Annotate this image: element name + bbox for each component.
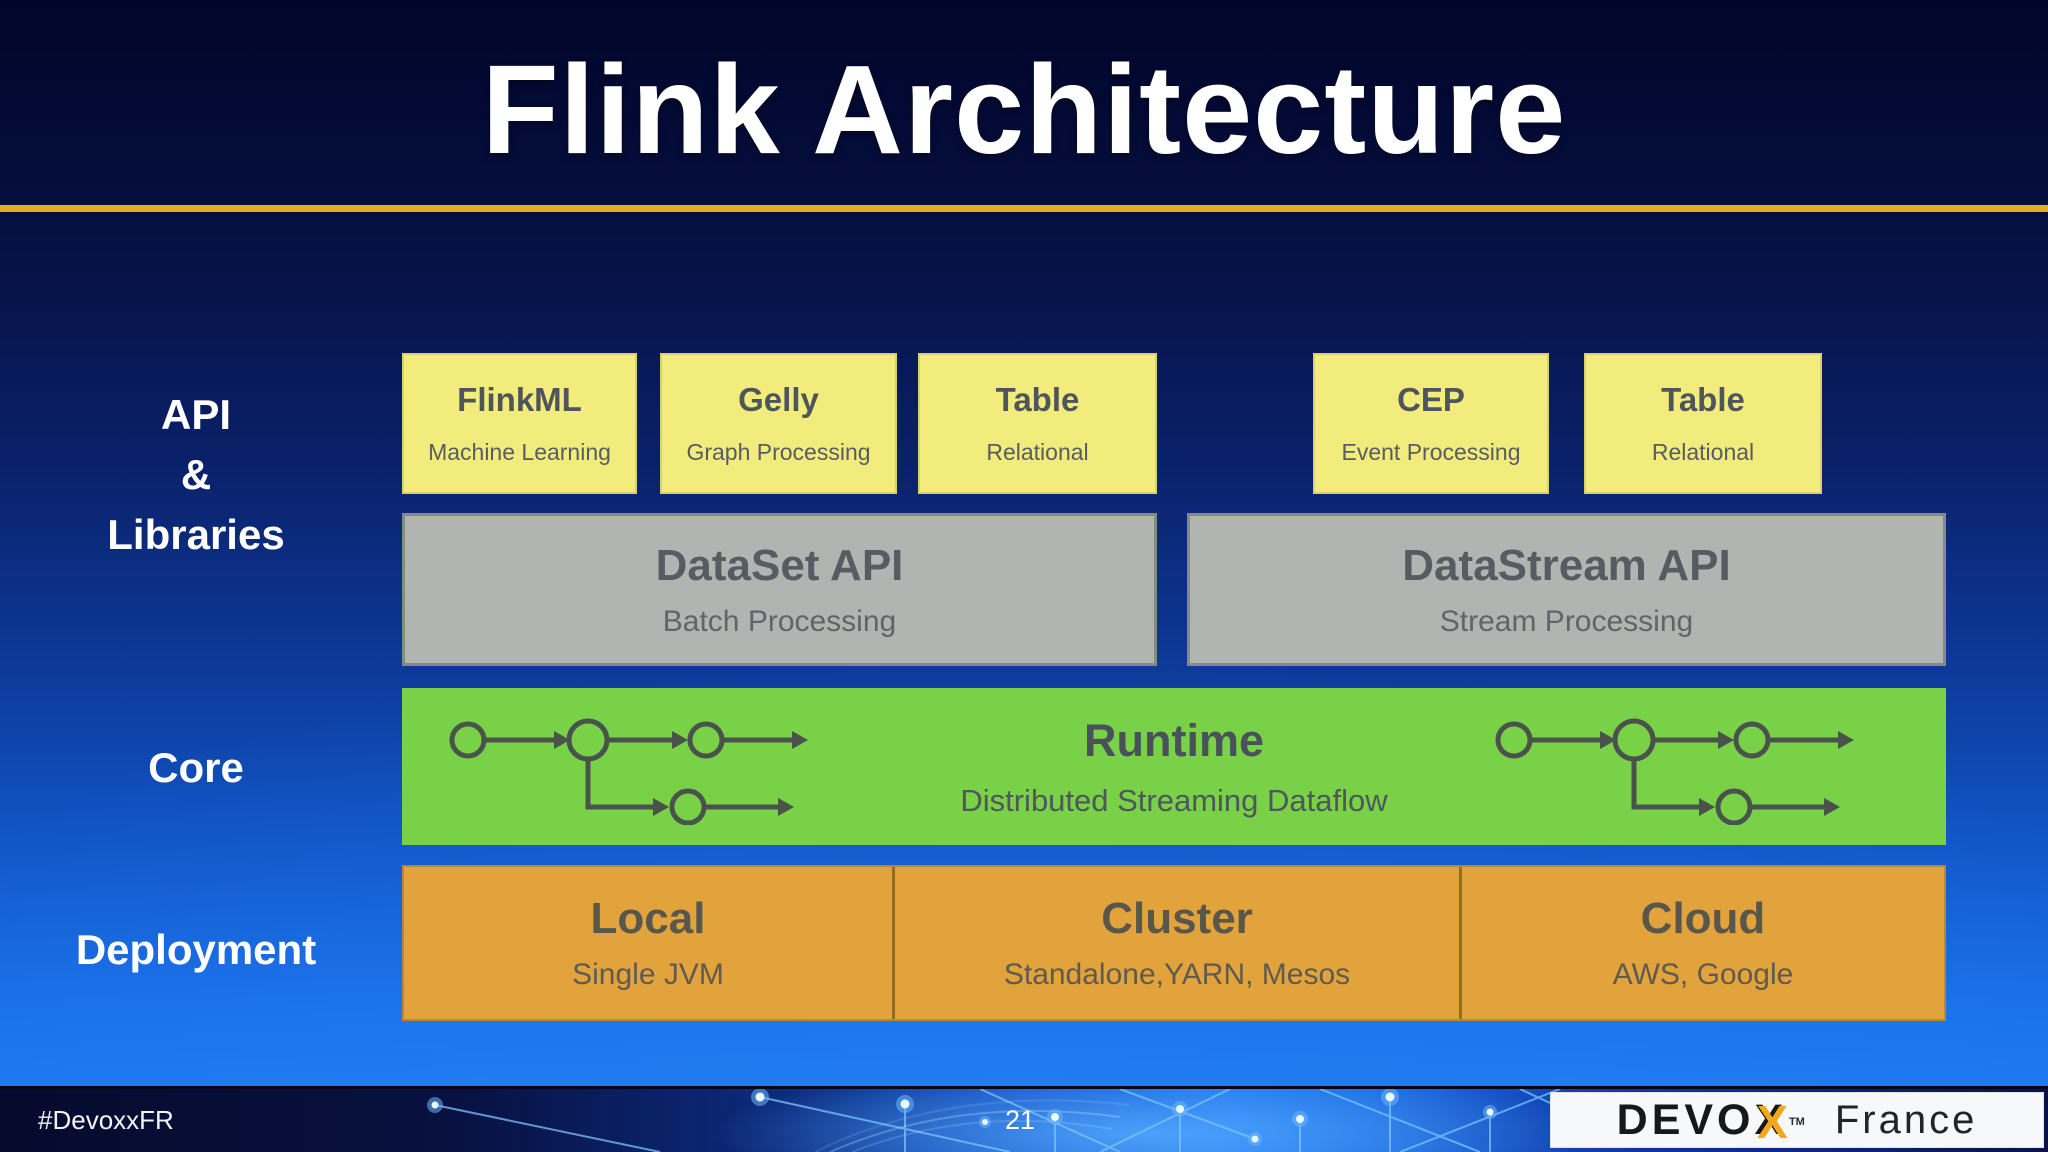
api-subtitle: Batch Processing	[662, 604, 897, 638]
api-subtitle: Stream Processing	[1439, 604, 1694, 638]
event-hashtag: #DevoxxFR	[38, 1105, 174, 1135]
library-name: Table	[1661, 381, 1745, 418]
library-box-gelly: Gelly Graph Processing	[660, 353, 897, 494]
logo-text-france: France	[1834, 1098, 1978, 1142]
runtime-name: Runtime	[1084, 714, 1264, 766]
deployment-name: Local	[590, 894, 706, 943]
logo-x-yellow: X	[1757, 1096, 1789, 1149]
row-label-line: API	[160, 391, 231, 438]
deployment-subtitle: Standalone,YARN, Mesos	[1003, 958, 1351, 991]
deployment-subtitle: AWS, Google	[1612, 958, 1794, 991]
library-subtitle: Relational	[986, 439, 1089, 465]
deployment-name: Cluster	[1101, 894, 1253, 943]
library-box-table-stream: Table Relational	[1584, 353, 1822, 494]
library-box-flinkml: FlinkML Machine Learning	[402, 353, 637, 494]
row-label-line: Libraries	[107, 511, 285, 558]
library-subtitle: Event Processing	[1341, 439, 1521, 465]
row-label-line: &	[180, 451, 212, 498]
library-box-table-batch: Table Relational	[918, 353, 1157, 494]
api-box-datastream: DataStream API Stream Processing	[1187, 513, 1946, 666]
library-name: Table	[995, 381, 1080, 418]
dataflow-graph-icon	[1495, 718, 1854, 825]
logo-text-devo: DEVO	[1616, 1095, 1755, 1144]
dataflow-graph-icon	[449, 718, 808, 825]
deployment-cell-local: Local Single JVM	[404, 867, 892, 1019]
deployment-name: Cloud	[1640, 894, 1766, 943]
library-subtitle: Relational	[1651, 439, 1755, 465]
library-subtitle: Graph Processing	[686, 439, 871, 465]
page-number: 21	[1004, 1105, 1036, 1135]
runtime-box: Runtime Distributed Streaming Dataflow	[402, 688, 1946, 845]
deployment-cell-cluster: Cluster Standalone,YARN, Mesos	[892, 867, 1459, 1019]
deployment-cell-cloud: Cloud AWS, Google	[1459, 867, 1944, 1019]
deployment-row: Local Single JVM Cluster Standalone,YARN…	[402, 865, 1946, 1021]
deployment-subtitle: Single JVM	[572, 958, 724, 991]
title-divider-line	[0, 205, 2048, 212]
runtime-subtitle: Distributed Streaming Dataflow	[960, 782, 1388, 818]
library-subtitle: Machine Learning	[428, 439, 611, 465]
slide-title: Flink Architecture	[481, 39, 1567, 180]
row-label-deployment: Deployment	[75, 926, 317, 973]
row-label-core: Core	[148, 744, 244, 791]
api-box-dataset: DataSet API Batch Processing	[402, 513, 1157, 666]
library-name: FlinkML	[457, 381, 582, 418]
trademark-symbol: TM	[1788, 1116, 1805, 1128]
logo-x-black: X	[1754, 1095, 1784, 1144]
row-label-api-libraries: API & Libraries	[20, 385, 372, 565]
library-box-cep: CEP Event Processing	[1313, 353, 1549, 494]
library-name: Gelly	[738, 381, 819, 418]
api-name: DataStream API	[1402, 540, 1731, 590]
library-name: CEP	[1397, 381, 1465, 418]
api-name: DataSet API	[655, 540, 904, 590]
